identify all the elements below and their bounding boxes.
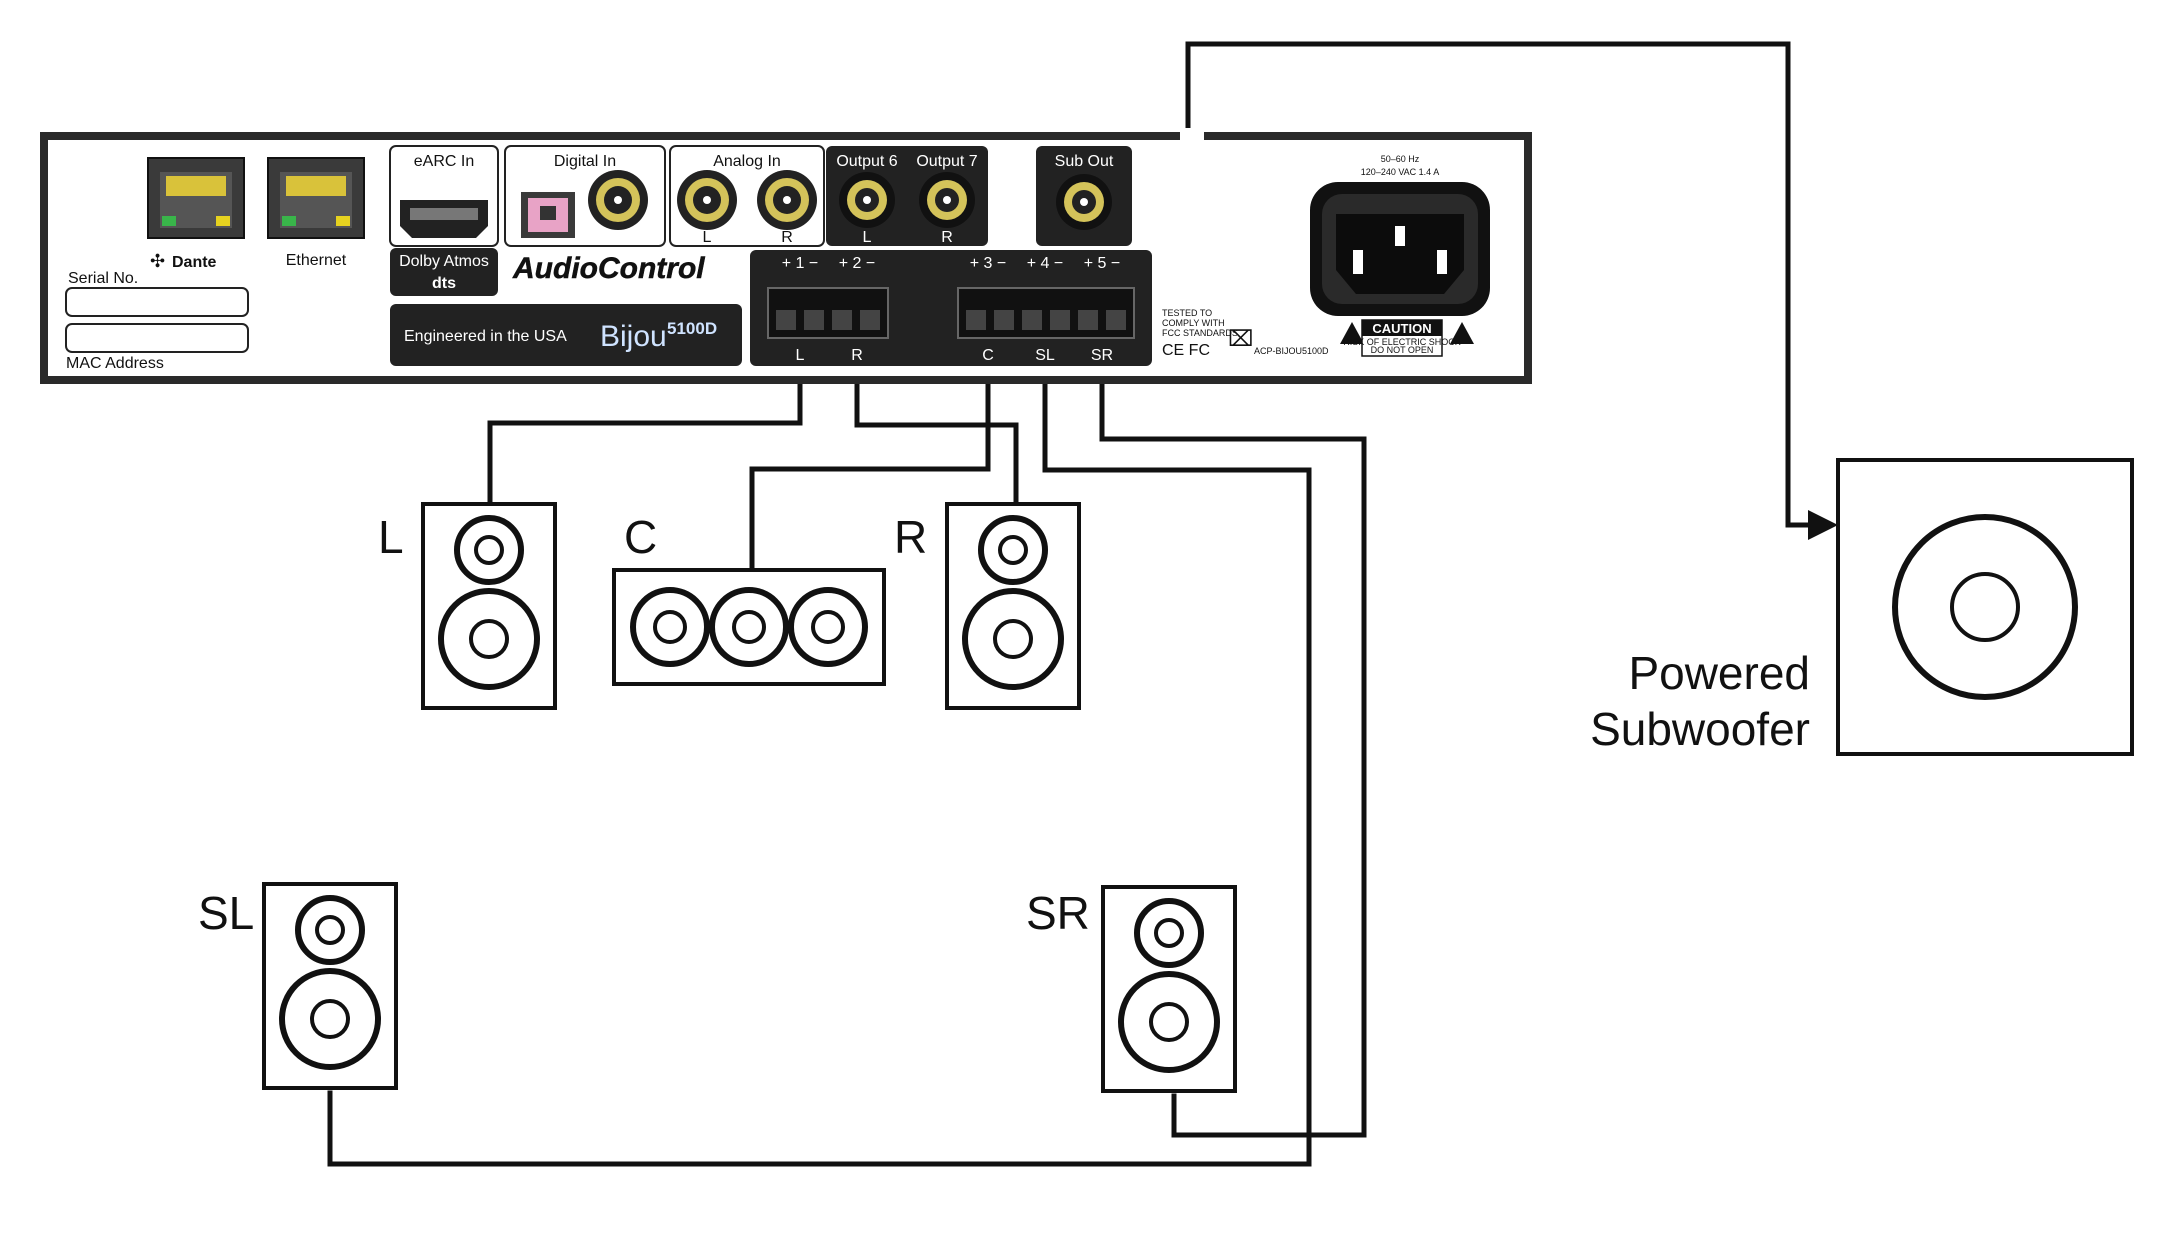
model-sup-label: 5100D [667,319,717,338]
ethernet-label: Ethernet [286,252,347,269]
dante-logo-icon: ✣ [150,251,165,271]
analog-in-label: Analog In [713,153,781,170]
dante-port[interactable] [147,157,245,239]
speaker-surround-left [262,882,398,1090]
analog-in-l-label: L [703,229,712,246]
terminals-top: + 1 − + 2 − + 3 − + 4 − + 5 − [782,255,1120,272]
subwoofer-label-line1: Powered [1628,647,1810,699]
hdmi-port[interactable] [400,200,488,238]
analog-in-r-jack[interactable] [757,170,817,230]
bijou-rear-panel: Dante ✣ Ethernet Serial No. MAC Address … [40,128,1532,384]
caution-sub2: DO NOT OPEN [1371,345,1434,355]
sub-out-jack[interactable] [1056,174,1112,230]
model-label: Bijou [600,320,667,353]
power-hz: 50–60 Hz [1381,154,1420,164]
terminal-1-label: + 1 − [782,255,818,272]
wire-surround-left [327,369,1312,1167]
part-number: ACP-BIJOU5100D [1254,346,1329,356]
speaker-center [612,568,886,686]
dante-label: Dante [172,254,217,271]
wire-left [487,369,803,507]
terminal-c-label: C [982,347,994,364]
fcc-line3: FCC STANDARDS [1162,328,1238,338]
caution-label: CAUTION [1372,321,1431,336]
mac-label: MAC Address [66,355,164,372]
analog-in-r-label: R [781,229,793,246]
engineered-label: Engineered in the USA [404,328,567,345]
speaker-right [945,502,1081,710]
terminal-2-label: + 2 − [839,255,875,272]
warning-icon [1450,322,1474,344]
weee-icon: ⌧ [1228,326,1253,351]
output7-jack[interactable] [919,172,975,228]
output6-l-label: L [863,229,872,246]
brand-logo: AudioControl [512,252,705,285]
speaker-surround-right-label: SR [1026,887,1090,939]
digital-in-label: Digital In [554,153,616,170]
ethernet-port[interactable] [267,157,365,239]
dolby-label: Dolby Atmos [399,253,489,270]
terminal-r-label: R [851,347,863,364]
terminal-block-right[interactable] [957,287,1135,339]
caution-sub1: RISK OF ELECTRIC SHOCK [1343,337,1461,347]
terminal-4-label: + 4 − [1027,255,1063,272]
subwoofer-label-line2: Subwoofer [1590,703,1810,755]
terminal-block-left[interactable] [767,287,889,339]
serial-field [65,287,249,317]
powered-subwoofer [1836,458,2134,756]
dts-label: dts [432,275,456,292]
serial-label: Serial No. [68,270,138,287]
arrow-icon [1808,510,1838,540]
fcc-line2: COMPLY WITH [1162,318,1225,328]
mac-field [65,323,249,353]
terminal-3-label: + 3 − [970,255,1006,272]
output7-label: Output 7 [916,153,977,170]
toslink-port[interactable] [521,192,575,238]
iec-power-inlet[interactable] [1310,182,1490,316]
speaker-surround-left-label: SL [198,887,254,939]
wire-surround-right [1099,369,1367,1138]
coax-port[interactable] [588,170,648,230]
output7-r-label: R [941,229,953,246]
speaker-center-label: C [624,511,657,563]
output6-jack[interactable] [839,172,895,228]
output6-label: Output 6 [836,153,897,170]
analog-in-l-jack[interactable] [677,170,737,230]
terminal-sr-label: SR [1091,347,1113,364]
terminal-l-label: L [796,347,805,364]
fcc-line1: TESTED TO [1162,308,1212,318]
earc-label: eARC In [414,153,474,170]
power-vac: 120–240 VAC 1.4 A [1361,167,1439,177]
speaker-right-label: R [894,511,927,563]
speaker-left-label: L [378,511,404,563]
wire-right [854,369,1019,507]
terminals-bottom: L R C SL SR [796,347,1114,364]
sub-out-label: Sub Out [1055,153,1114,170]
warning-icon [1340,322,1364,344]
terminal-sl-label: SL [1035,347,1055,364]
speaker-left [421,502,557,710]
terminal-5-label: + 5 − [1084,255,1120,272]
speaker-surround-right [1101,885,1237,1093]
wire-center [749,369,991,573]
wires [327,41,1838,1167]
ce-fc-label: CE FC [1162,342,1210,359]
